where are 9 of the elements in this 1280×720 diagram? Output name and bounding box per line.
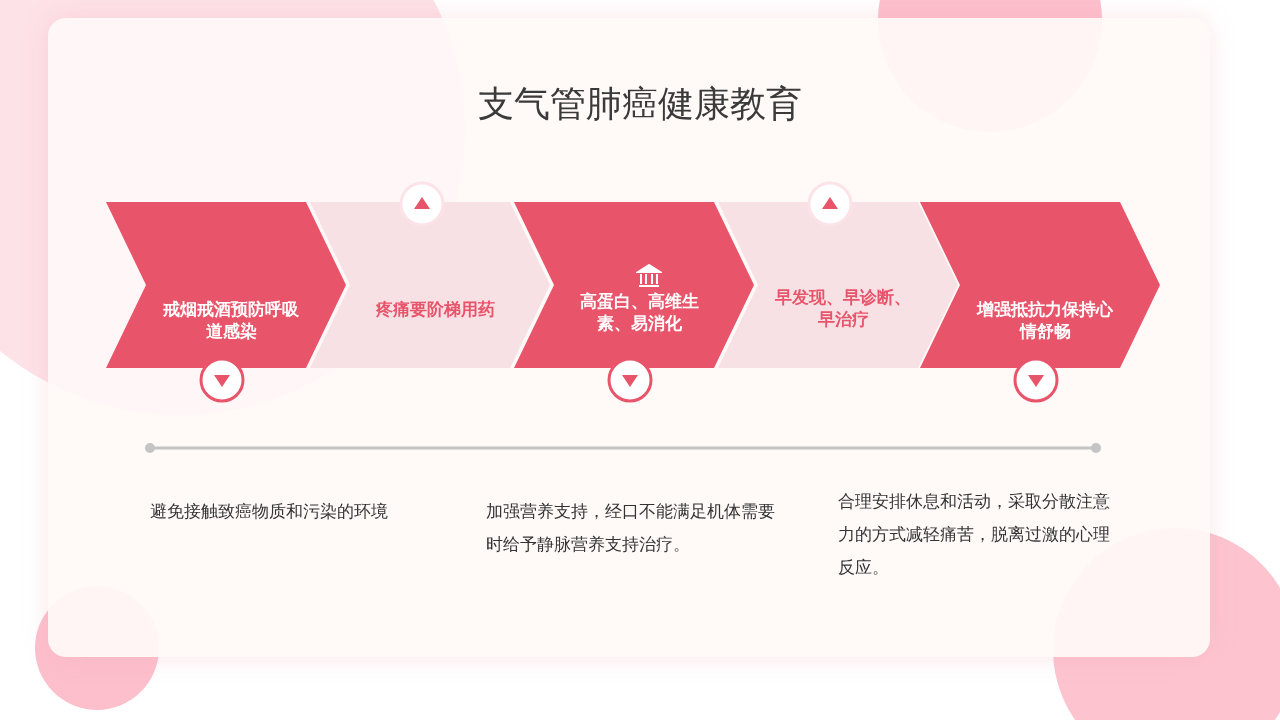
step-text: 疼痛要阶梯用药	[374, 298, 496, 320]
slide-title: 支气管肺癌健康教育	[477, 82, 803, 126]
step-text: 增强抵抗力保持心情舒畅	[975, 298, 1114, 342]
description-text: 合理安排休息和活动，采取分散注意力的方式减轻痛苦，脱离过激的心理反应。	[838, 490, 1111, 579]
description-text: 避免接触致癌物质和污染的环境	[150, 500, 389, 523]
step-text: 高蛋白、高维生素、易消化	[578, 290, 700, 334]
description-text: 加强营养支持，经口不能满足机体需要时给予静脉营养支持治疗。	[486, 500, 776, 556]
step-text: 戒烟戒酒预防呼吸道感染	[162, 298, 300, 342]
step-text: 早发现、早诊断、早治疗	[774, 286, 912, 330]
